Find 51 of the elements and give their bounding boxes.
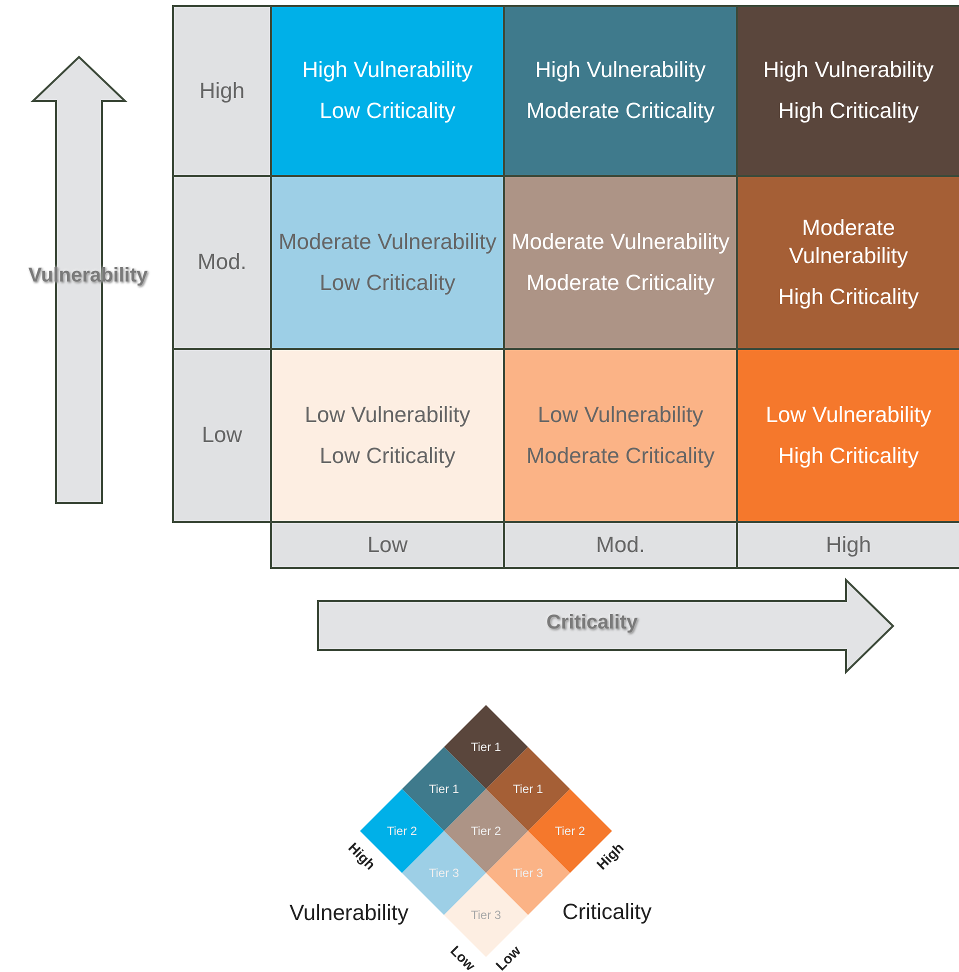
matrix-cell [270, 348, 505, 523]
tier-label: Tier 1 [512, 782, 544, 796]
cell-text: Low Vulnerability [304, 400, 470, 429]
matrix-cell [503, 348, 738, 523]
axis-header-cell [503, 521, 738, 569]
cell-text: Moderate Vulnerability [278, 228, 497, 256]
cell-text: High Vulnerability [763, 56, 934, 84]
tier-label: Tier 2 [470, 824, 502, 838]
axis-title: Vulnerability [289, 900, 409, 926]
tier-label: Tier 2 [554, 824, 586, 838]
matrix-cell [736, 348, 959, 523]
cell-text: Low Criticality [320, 268, 456, 297]
axis-level-label: Mod. [198, 248, 246, 276]
cell-text: Low Criticality [320, 442, 456, 470]
matrix-cell [270, 5, 505, 177]
axis-title: Criticality [562, 899, 652, 925]
cell-text: Moderate Criticality [526, 97, 715, 125]
cell-text: High Criticality [778, 442, 919, 470]
axis-level-label: Mod. [596, 530, 645, 559]
axis-header-cell [172, 5, 272, 177]
axis-header-cell [172, 175, 272, 350]
axis-level-label: High [826, 530, 872, 559]
matrix-cell [270, 175, 505, 350]
cell-text: High Vulnerability [302, 56, 473, 84]
axis-level-label: High [199, 76, 245, 105]
tier-label: Tier 3 [428, 866, 460, 880]
axis-header-cell [736, 521, 959, 569]
cell-text: Low Criticality [320, 97, 456, 125]
tier-label: Tier 3 [470, 908, 502, 922]
tier-label: Tier 3 [512, 866, 544, 880]
matrix-cell [736, 175, 959, 350]
cell-text: Low Vulnerability [538, 400, 704, 429]
cell-text: High Criticality [778, 282, 919, 311]
matrix-cell [503, 5, 738, 177]
cell-text: Moderate Vulnerability [511, 228, 730, 256]
cell-text: Moderate Criticality [526, 442, 715, 470]
cell-text: High Criticality [778, 97, 919, 125]
matrix-cell [736, 5, 959, 177]
axis-title: Criticality [546, 612, 638, 634]
cell-text: High Vulnerability [535, 56, 706, 84]
cell-text: Low Vulnerability [766, 400, 932, 429]
axis-header-cell [172, 348, 272, 523]
tier-label: Tier 2 [386, 824, 418, 838]
cell-text: Moderate Vulnerability [788, 214, 910, 270]
axis-level-label: Low [367, 530, 408, 559]
tier-label: Tier 1 [428, 782, 460, 796]
tier-label: Tier 1 [470, 740, 502, 754]
axis-header-cell [270, 521, 505, 569]
cell-text: Moderate Criticality [526, 268, 715, 297]
matrix-cell [503, 175, 738, 350]
axis-level-label: Low [202, 421, 242, 450]
